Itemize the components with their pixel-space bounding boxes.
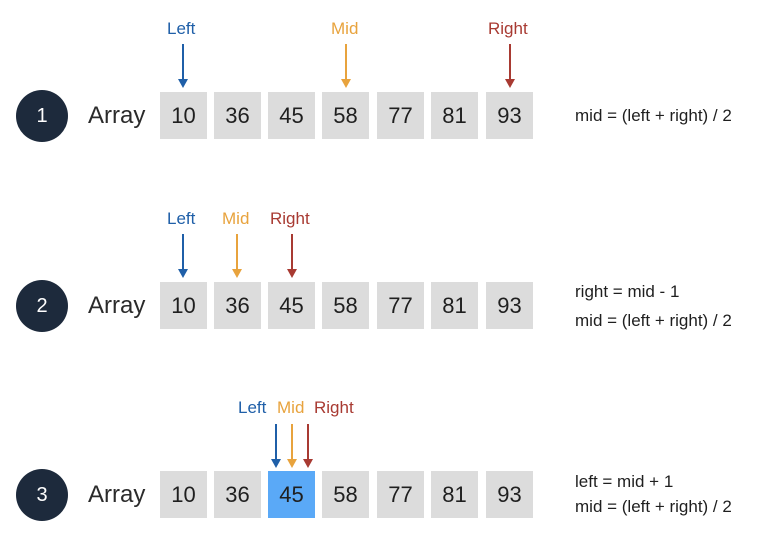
formula-line: mid = (left + right) / 2 <box>575 311 732 330</box>
right-pointer-arrow <box>505 44 515 88</box>
array-cell: 58 <box>322 471 369 518</box>
formula-line: right = mid - 1 <box>575 282 680 301</box>
mid-pointer-arrow <box>287 424 297 468</box>
array-cell: 93 <box>486 92 533 139</box>
array-cell: 36 <box>214 92 261 139</box>
array-cell: 93 <box>486 471 533 518</box>
array-cell: 77 <box>377 92 424 139</box>
left-pointer-label: Left <box>238 398 267 417</box>
left-pointer-label: Left <box>167 19 196 38</box>
array-cell: 77 <box>377 282 424 329</box>
right-pointer-label: Right <box>270 209 310 228</box>
step-number-badge: 2 <box>16 280 68 332</box>
formula-line: mid = (left + right) / 2 <box>575 106 732 125</box>
array-cell: 36 <box>214 471 261 518</box>
array-cell: 58 <box>322 282 369 329</box>
right-pointer-label: Right <box>488 19 528 38</box>
array-cell: 93 <box>486 282 533 329</box>
array-cell: 10 <box>160 282 207 329</box>
step-number-badge: 1 <box>16 90 68 142</box>
formula-line: mid = (left + right) / 2 <box>575 497 732 516</box>
mid-pointer-label: Mid <box>222 209 250 228</box>
array-cell: 81 <box>431 92 478 139</box>
left-pointer-label: Left <box>167 209 196 228</box>
array-cell: 36 <box>214 282 261 329</box>
array-cell: 45 <box>268 92 315 139</box>
right-pointer-arrow <box>303 424 313 468</box>
array-cell: 45 <box>268 282 315 329</box>
array-cell: 81 <box>431 471 478 518</box>
left-pointer-arrow <box>178 44 188 88</box>
mid-pointer-arrow <box>341 44 351 88</box>
array-label: Array <box>88 481 146 508</box>
formula-line: left = mid + 1 <box>575 472 674 491</box>
array-label: Array <box>88 292 146 319</box>
array-cell: 58 <box>322 92 369 139</box>
right-pointer-arrow <box>287 234 297 278</box>
array-cell: 77 <box>377 471 424 518</box>
array-label: Array <box>88 102 146 129</box>
left-pointer-arrow <box>271 424 281 468</box>
step-number-badge: 3 <box>16 469 68 521</box>
step-3: Left Mid Right 3 Array 10 36 45 58 77 81… <box>0 0 769 521</box>
array-cell: 10 <box>160 471 207 518</box>
mid-pointer-arrow <box>232 234 242 278</box>
step-2: Left Mid Right 2 Array 10 36 45 58 77 81… <box>0 0 769 332</box>
array-cell: 10 <box>160 92 207 139</box>
right-pointer-label: Right <box>314 398 354 417</box>
step-1: Left Mid Right 1 Array 10 36 45 58 77 81… <box>0 0 769 150</box>
left-pointer-arrow <box>178 234 188 278</box>
mid-pointer-label: Mid <box>331 19 359 38</box>
array-cell: 81 <box>431 282 478 329</box>
array-cell-highlighted: 45 <box>268 471 315 518</box>
mid-pointer-label: Mid <box>277 398 305 417</box>
